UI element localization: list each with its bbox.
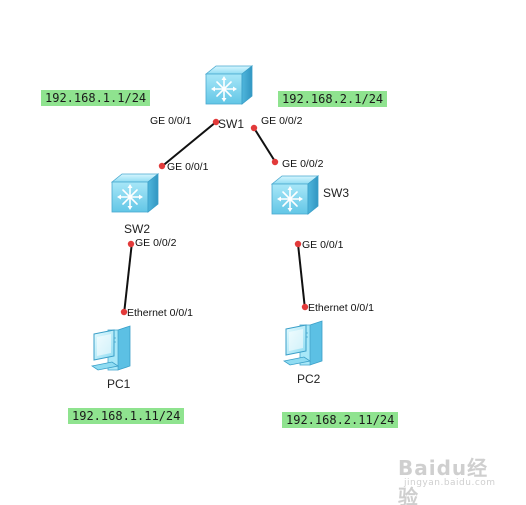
node-label-sw3: SW3 bbox=[323, 186, 350, 200]
port-dot-sw2-up bbox=[158, 162, 166, 170]
port-dot-pc1 bbox=[120, 308, 128, 316]
port-label-pc2-eth: Ethernet 0/0/1 bbox=[308, 302, 374, 314]
pc2-desktop-icon[interactable] bbox=[283, 320, 323, 366]
port-dot-sw1-left bbox=[212, 118, 220, 126]
node-label-sw1: SW1 bbox=[218, 117, 245, 131]
port-label-sw1-right: GE 0/0/2 bbox=[261, 115, 303, 127]
watermark-url: jingyan.baidu.com bbox=[404, 478, 496, 488]
port-dots bbox=[120, 118, 309, 316]
ip-label-net1-gateway: 192.168.1.1/24 bbox=[41, 90, 151, 106]
link-sw3-pc2 bbox=[297, 243, 306, 310]
sw2-switch-icon[interactable] bbox=[111, 173, 159, 213]
port-label-sw2-up: GE 0/0/1 bbox=[167, 161, 209, 173]
port-dot-sw2-down bbox=[127, 240, 135, 248]
port-dot-pc2 bbox=[301, 303, 309, 311]
ip-label-pc2: 192.168.2.11/24 bbox=[282, 412, 399, 428]
port-dot-sw1-right bbox=[250, 124, 258, 132]
node-label-sw2: SW2 bbox=[124, 222, 151, 236]
port-label-sw3-down: GE 0/0/1 bbox=[302, 239, 344, 251]
ip-label-net2-gateway: 192.168.2.1/24 bbox=[278, 91, 388, 107]
node-label-pc2: PC2 bbox=[297, 372, 321, 386]
node-label-pc1: PC1 bbox=[107, 377, 131, 391]
pc1-desktop-icon[interactable] bbox=[91, 325, 131, 371]
watermark-brand: Baidu经验 bbox=[398, 456, 489, 505]
sw3-switch-icon[interactable] bbox=[271, 175, 319, 215]
ip-label-pc1: 192.168.1.11/24 bbox=[68, 408, 185, 424]
sw1-switch-icon[interactable] bbox=[205, 65, 253, 105]
link-sw1-sw3 bbox=[253, 127, 277, 164]
links bbox=[123, 121, 306, 315]
port-label-sw1-left: GE 0/0/1 bbox=[150, 115, 192, 127]
baidu-watermark: Baidu经验 jingyan.baidu.com bbox=[398, 452, 498, 505]
port-label-sw3-up: GE 0/0/2 bbox=[282, 158, 324, 170]
link-sw1-sw2 bbox=[159, 121, 217, 169]
port-label-pc1-eth: Ethernet 0/0/1 bbox=[127, 307, 193, 319]
port-label-sw2-down: GE 0/0/2 bbox=[135, 237, 177, 249]
link-sw2-pc1 bbox=[123, 241, 133, 315]
port-dot-sw3-down bbox=[294, 240, 302, 248]
port-dot-sw3-up bbox=[271, 158, 279, 166]
